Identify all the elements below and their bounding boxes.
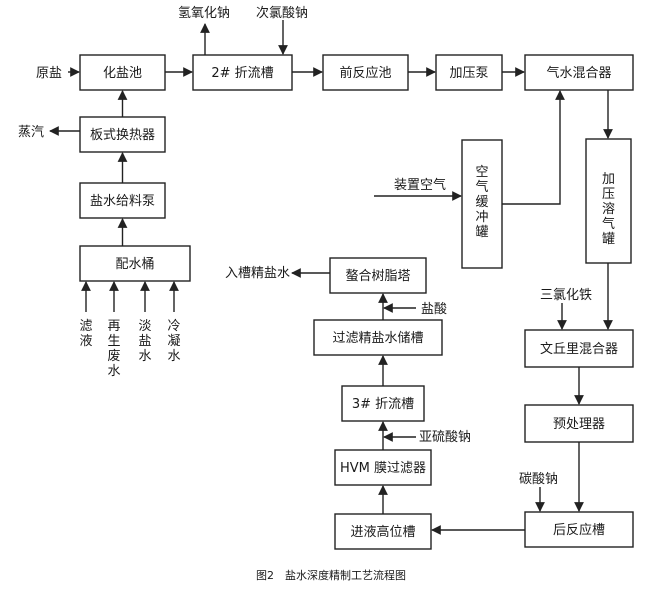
box-yanshuigeiliaobeng: 盐水给料泵 xyxy=(79,182,166,219)
svg-text:盐水给料泵: 盐水给料泵 xyxy=(90,194,155,209)
box-kongqihuanchongguan: 空气缓冲罐 xyxy=(461,139,503,269)
svg-text:前反应池: 前反应池 xyxy=(339,65,391,81)
box-yuchuliqi: 预处理器 xyxy=(524,404,634,443)
svg-text:化盐池: 化盐池 xyxy=(103,66,142,81)
label-zhengqi: 蒸汽 xyxy=(18,125,44,140)
figure-caption: 图2 盐水深度精制工艺流程图 xyxy=(256,568,406,582)
svg-text:配水桶: 配水桶 xyxy=(115,257,154,272)
box-qianfanyingchi: 前反应池 xyxy=(322,54,409,91)
label-luye: 滤液 xyxy=(79,319,92,349)
svg-text:气水混合器: 气水混合器 xyxy=(546,65,611,81)
label-tansuanna: 碳酸钠 xyxy=(519,472,558,487)
jiayarongqiguan-vertical-text: 加压溶气罐 xyxy=(602,172,615,247)
box-jiayarongqiguan: 加压溶气罐 xyxy=(585,138,632,264)
box-wenqiulihunheqi: 文丘里混合器 xyxy=(524,329,634,368)
svg-text:加压泵: 加压泵 xyxy=(449,66,488,81)
svg-text:螯合树脂塔: 螯合树脂塔 xyxy=(345,268,410,284)
label-danyanshui: 淡盐水 xyxy=(138,319,151,364)
label-lengningshui: 冷凝水 xyxy=(167,319,180,364)
label-zhuangzhikongqi: 装置空气 xyxy=(394,177,446,193)
label-sanlvhuatie: 三氯化铁 xyxy=(540,288,592,303)
svg-text:文丘里混合器: 文丘里混合器 xyxy=(540,342,618,357)
label-zaishengfeishui: 再生废水 xyxy=(107,319,120,379)
box-banshihuanreqi: 板式换热器 xyxy=(79,116,166,153)
svg-text:进液高位槽: 进液高位槽 xyxy=(350,524,415,540)
svg-text:3# 折流槽: 3# 折流槽 xyxy=(352,397,414,412)
box-huayanchi: 化盐池 xyxy=(79,54,166,91)
box-zheliucao-2: 2# 折流槽 xyxy=(192,54,293,91)
label-yuanyan: 原盐 xyxy=(36,66,62,81)
svg-text:HVM 膜过滤器: HVM 膜过滤器 xyxy=(340,461,426,476)
svg-text:后反应槽: 后反应槽 xyxy=(553,522,605,538)
box-zheliucao-3: 3# 折流槽 xyxy=(341,385,425,422)
box-qishuihunheqi: 气水混合器 xyxy=(524,54,634,91)
box-peishuitong: 配水桶 xyxy=(79,245,191,282)
box-jinyegaoweicao: 进液高位槽 xyxy=(334,513,432,550)
box-houfanyingcao: 后反应槽 xyxy=(524,511,634,548)
svg-text:板式换热器: 板式换热器 xyxy=(90,128,155,143)
label-qingyanghuana: 氢氧化钠 xyxy=(178,6,230,21)
label-yaliusuanna: 亚硫酸钠 xyxy=(419,430,471,445)
svg-text:过滤精盐水储槽: 过滤精盐水储槽 xyxy=(332,331,423,346)
svg-text:2# 折流槽: 2# 折流槽 xyxy=(211,66,273,81)
label-cilvsuanna: 次氯酸钠 xyxy=(256,5,308,21)
label-rucaojingyanshui: 入槽精盐水 xyxy=(225,266,290,281)
svg-text:预处理器: 预处理器 xyxy=(553,417,605,432)
box-hvm-guolvqi: HVM 膜过滤器 xyxy=(334,449,432,486)
label-yansuan: 盐酸 xyxy=(421,302,447,317)
box-guolvjingyanshuichucao: 过滤精盐水储槽 xyxy=(313,319,443,356)
box-jiayabeng: 加压泵 xyxy=(435,54,503,91)
box-zhuanheshuzhita: 螯合树脂塔 xyxy=(329,257,427,294)
kongqihuanchongguan-vertical-text: 空气缓冲罐 xyxy=(475,165,488,240)
arrow-huanchongguan-qishui xyxy=(502,90,565,205)
